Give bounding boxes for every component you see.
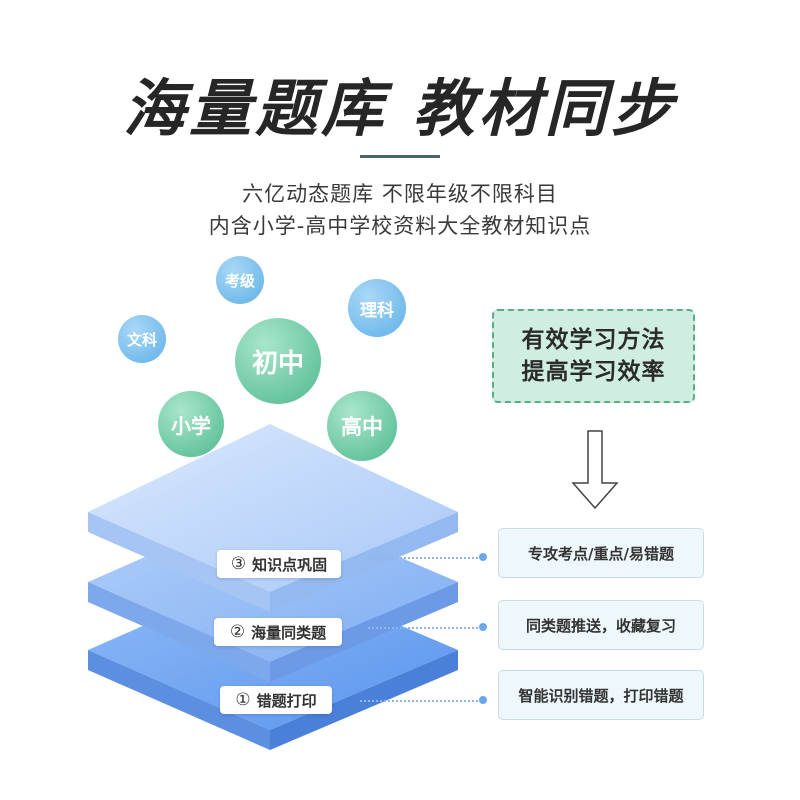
layer-top xyxy=(88,424,458,612)
connector-line xyxy=(360,700,482,702)
layer-label-2: ② 海量同类题 xyxy=(214,618,342,646)
connector-line xyxy=(368,557,482,559)
circled-number-1: ① xyxy=(235,690,251,710)
bubble-primary: 小学 xyxy=(158,391,224,457)
circled-number-2: ② xyxy=(229,622,246,642)
bubble-exam-grade: 考级 xyxy=(216,256,264,304)
bubble-science: 理科 xyxy=(348,279,406,337)
connector-dot xyxy=(479,623,487,631)
subtitle-line-2: 内含小学-高中学校资料大全教材知识点 xyxy=(208,214,592,238)
page-title: 海量题库 教材同步 xyxy=(123,72,677,145)
learning-method-box: 有效学习方法 提高学习效率 xyxy=(492,309,695,403)
down-arrow-icon xyxy=(571,430,619,510)
title-divider xyxy=(360,155,440,158)
feature-box-print-errors: 智能识别错题，打印错题 xyxy=(498,670,704,720)
circled-number-3: ③ xyxy=(230,554,247,574)
subtitle-line-1: 六亿动态题库 不限年级不限科目 xyxy=(242,182,558,206)
layer-label-text: 错题打印 xyxy=(256,691,317,710)
bubble-junior-high: 初中 xyxy=(235,318,321,404)
feature-box-key-points: 专攻考点/重点/易错题 xyxy=(498,528,704,578)
layer-label-text: 海量同类题 xyxy=(251,623,327,642)
connector-dot xyxy=(479,696,487,704)
method-line-1: 有效学习方法 xyxy=(521,327,666,353)
bubble-arts: 文科 xyxy=(118,315,166,363)
feature-box-similar-questions: 同类题推送，收藏复习 xyxy=(498,600,704,650)
method-line-2: 提高学习效率 xyxy=(521,359,666,385)
layer-label-3: ③ 知识点巩固 xyxy=(217,550,341,578)
connector-dot xyxy=(479,553,487,561)
layer-label-text: 知识点巩固 xyxy=(252,555,328,574)
layer-label-1: ① 错题打印 xyxy=(220,686,332,714)
connector-line xyxy=(368,627,482,629)
bubble-senior-high: 高中 xyxy=(327,391,397,461)
